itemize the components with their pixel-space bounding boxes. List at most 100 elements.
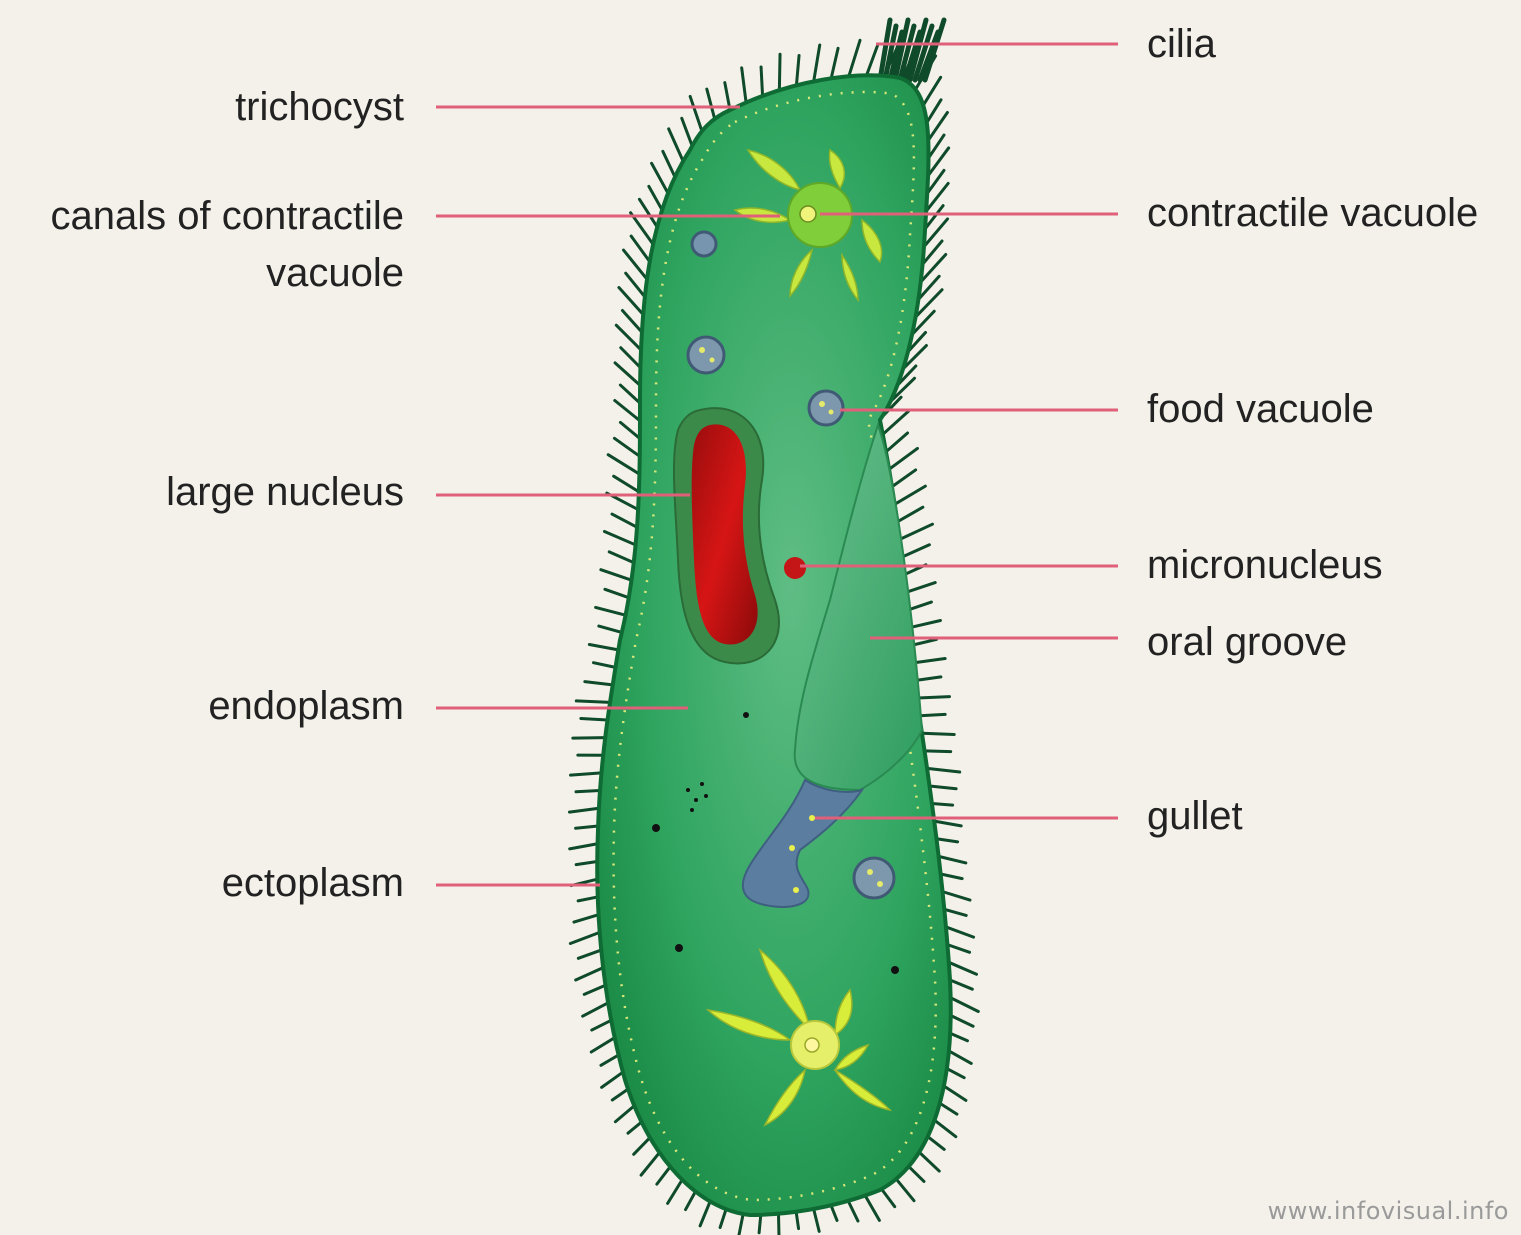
cilium	[652, 163, 668, 193]
cilium	[599, 626, 622, 632]
cilium	[591, 1038, 614, 1052]
cilium	[947, 1069, 964, 1078]
cilium	[796, 1212, 798, 1229]
cilium	[848, 1201, 858, 1221]
food-vacuole	[809, 391, 843, 425]
cilium	[604, 531, 635, 544]
cilium	[570, 844, 598, 849]
cilium	[573, 738, 605, 739]
cilium	[759, 1215, 761, 1233]
cilium	[920, 714, 946, 715]
cilium	[922, 733, 954, 734]
cilium	[941, 874, 963, 879]
cilium	[831, 1205, 837, 1220]
cilium	[592, 1020, 611, 1030]
cilium	[950, 1033, 967, 1041]
cilium	[605, 589, 629, 597]
cilium	[919, 1152, 939, 1171]
cilium	[892, 470, 916, 487]
cilium	[571, 773, 602, 775]
cilium	[934, 1120, 955, 1136]
watermark: www.infovisual.info	[1268, 1197, 1509, 1225]
cilium	[570, 932, 599, 943]
cilium	[601, 570, 632, 580]
cilium	[576, 968, 603, 980]
cilium	[720, 1209, 726, 1227]
cilium	[946, 927, 974, 937]
cilium	[641, 1153, 659, 1176]
label-trichocyst: trichocyst	[235, 79, 404, 135]
cilium	[924, 219, 948, 247]
cilium	[578, 897, 598, 901]
cilium	[906, 583, 935, 593]
cilium	[897, 507, 923, 522]
cilium	[615, 401, 640, 421]
cilium	[761, 67, 762, 96]
cilium	[949, 962, 977, 974]
cilium	[584, 985, 605, 994]
cilium	[814, 1209, 820, 1231]
cilium	[576, 791, 600, 792]
cilium	[951, 1015, 973, 1026]
cilium-tuft	[925, 20, 944, 80]
cilium	[614, 438, 639, 456]
cilium	[889, 448, 917, 469]
cilium	[639, 199, 657, 227]
cilium	[909, 1166, 924, 1181]
gullet-particle	[809, 815, 815, 821]
cilium	[902, 545, 929, 557]
cilium	[663, 151, 675, 177]
cilium	[950, 980, 972, 989]
cilium	[831, 48, 838, 78]
cilium	[943, 892, 970, 900]
label-large-nucleus: large nucleus	[166, 464, 404, 520]
food-vacuole	[854, 858, 894, 898]
cilium	[916, 677, 941, 681]
cilium	[944, 909, 966, 915]
cilium	[620, 385, 640, 403]
cilium	[585, 682, 613, 685]
gullet-particle	[789, 845, 795, 851]
cilium	[944, 1086, 966, 1100]
cilium	[949, 1051, 971, 1063]
cilium	[620, 422, 640, 438]
label-cilia: cilia	[1147, 16, 1216, 72]
cilium	[849, 40, 860, 76]
cilium	[700, 1201, 710, 1225]
cilium	[778, 1214, 779, 1235]
cilium	[609, 552, 634, 563]
cilium	[707, 89, 715, 119]
cilium	[614, 476, 639, 492]
cilium	[886, 433, 908, 452]
cilium	[690, 96, 702, 131]
cilium	[742, 68, 746, 103]
cilium	[622, 310, 641, 332]
label-oral-groove: oral groove	[1147, 614, 1347, 670]
cilium	[657, 1167, 670, 1184]
cilium	[669, 129, 683, 161]
cilium	[649, 186, 662, 210]
cilium	[634, 1138, 650, 1155]
cilium	[918, 697, 950, 698]
cilium	[583, 1003, 608, 1016]
cilium	[615, 363, 640, 386]
cilium	[686, 1191, 696, 1209]
cilium	[621, 348, 641, 368]
cilium	[594, 663, 616, 668]
cilium	[928, 1137, 945, 1150]
label-gullet: gullet	[1147, 788, 1243, 844]
cilium	[682, 118, 692, 146]
label-endoplasm: endoplasm	[208, 678, 404, 734]
cilium	[934, 821, 961, 826]
cilium	[940, 1103, 957, 1114]
cilium	[578, 950, 601, 958]
cilium	[908, 602, 931, 610]
food-vacuole	[692, 232, 716, 256]
gullet-particle	[793, 887, 799, 893]
label-ectoplasm: ectoplasm	[222, 855, 404, 911]
cilium	[927, 100, 941, 123]
cilium	[914, 659, 945, 663]
cilium	[865, 1196, 879, 1221]
cilium	[626, 273, 645, 297]
